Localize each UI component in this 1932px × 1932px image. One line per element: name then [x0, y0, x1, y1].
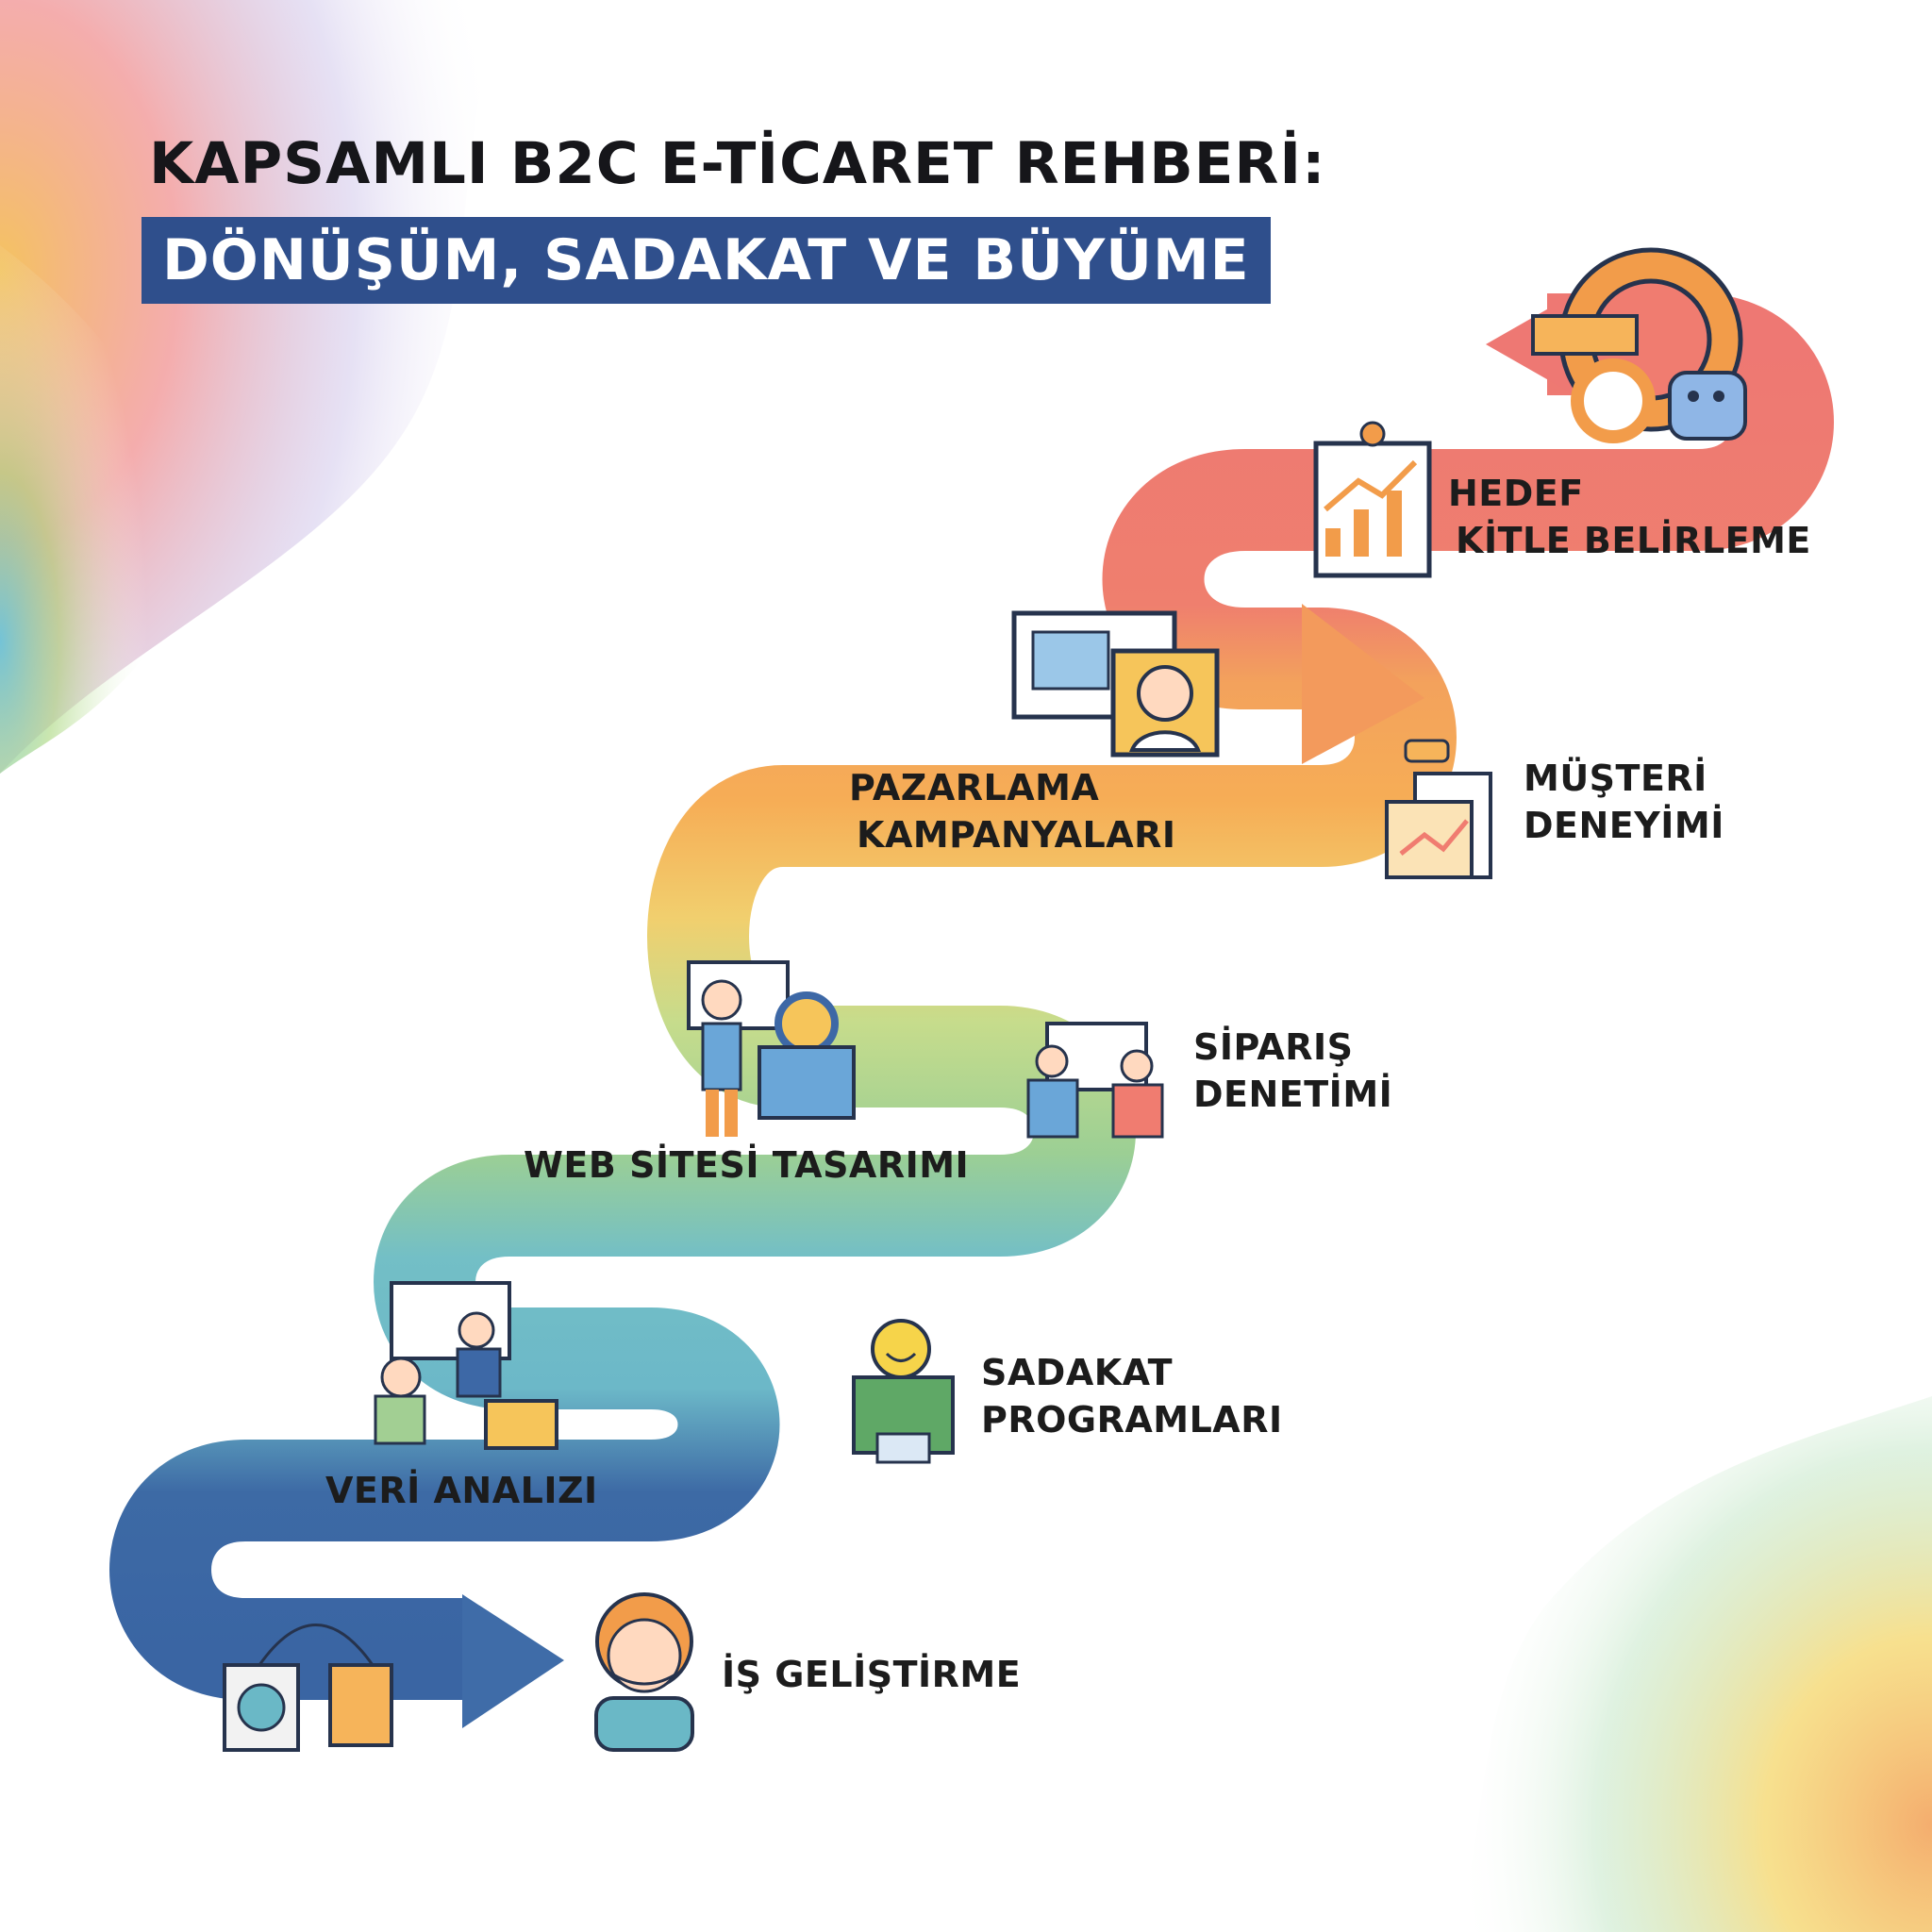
background-blob-left-edge [0, 245, 186, 774]
two-people-board-icon [1026, 1022, 1164, 1139]
step-label-line: SADAKAT [981, 1352, 1174, 1393]
step-label-line: PAZARLAMA [849, 767, 1100, 808]
person-avatar-icon [594, 1592, 694, 1752]
road-arrow-middle [1302, 604, 1424, 764]
shopping-bags-icon [223, 1624, 393, 1752]
step-label-line: HEDEF [1448, 473, 1584, 514]
step-label-line: PROGRAMLARI [981, 1399, 1283, 1441]
step-label-line: WEB SİTESİ TASARIMI [524, 1144, 970, 1186]
step-label-web: WEB SİTESİ TASARIMI [524, 1141, 969, 1189]
step-label-line: DENETİMİ [1193, 1074, 1393, 1115]
growth-chart-icon [1313, 421, 1432, 578]
page-subtitle: DÖNÜŞÜM, SADAKAT VE BÜYÜME [142, 217, 1271, 304]
step-label-veri: VERİ ANALIZI [325, 1467, 598, 1514]
step-label-line: KİTLE BELİRLEME [1456, 520, 1811, 561]
happy-employee-icon [852, 1319, 955, 1464]
step-label-line: MÜŞTERİ [1524, 758, 1707, 799]
team-analysis-icon [374, 1281, 558, 1450]
step-label-is: İŞ GELİŞTİRME [722, 1651, 1021, 1698]
monitor-chart-icon [1011, 610, 1220, 758]
step-label-line: VERİ ANALIZI [325, 1470, 598, 1511]
step-label-line: SİPARIŞ [1193, 1026, 1354, 1068]
designer-calendar-icon [687, 960, 856, 1137]
page-title: KAPSAMLI B2C E-TİCARET REHBERİ: [149, 130, 1326, 197]
step-label-pazarlama: PAZARLAMA KAMPANYALARI [849, 764, 1176, 858]
background-blob-bottom-right [1453, 1396, 1932, 1932]
step-label-line: KAMPANYALARI [857, 814, 1176, 856]
step-label-sadakat: SADAKAT PROGRAMLARI [981, 1349, 1283, 1443]
step-label-musteri: MÜŞTERİ DENEYİMİ [1524, 755, 1724, 849]
road-arrow-bottom [462, 1594, 564, 1728]
step-label-line: İŞ GELİŞTİRME [722, 1654, 1022, 1695]
step-label-hedef: HEDEF KİTLE BELİRLEME [1448, 470, 1811, 564]
presentation-board-icon [1385, 739, 1492, 879]
step-label-siparis: SİPARIŞ DENETİMİ [1193, 1024, 1392, 1118]
step-label-line: DENEYİMİ [1524, 805, 1724, 846]
gear-icon [1531, 247, 1747, 443]
